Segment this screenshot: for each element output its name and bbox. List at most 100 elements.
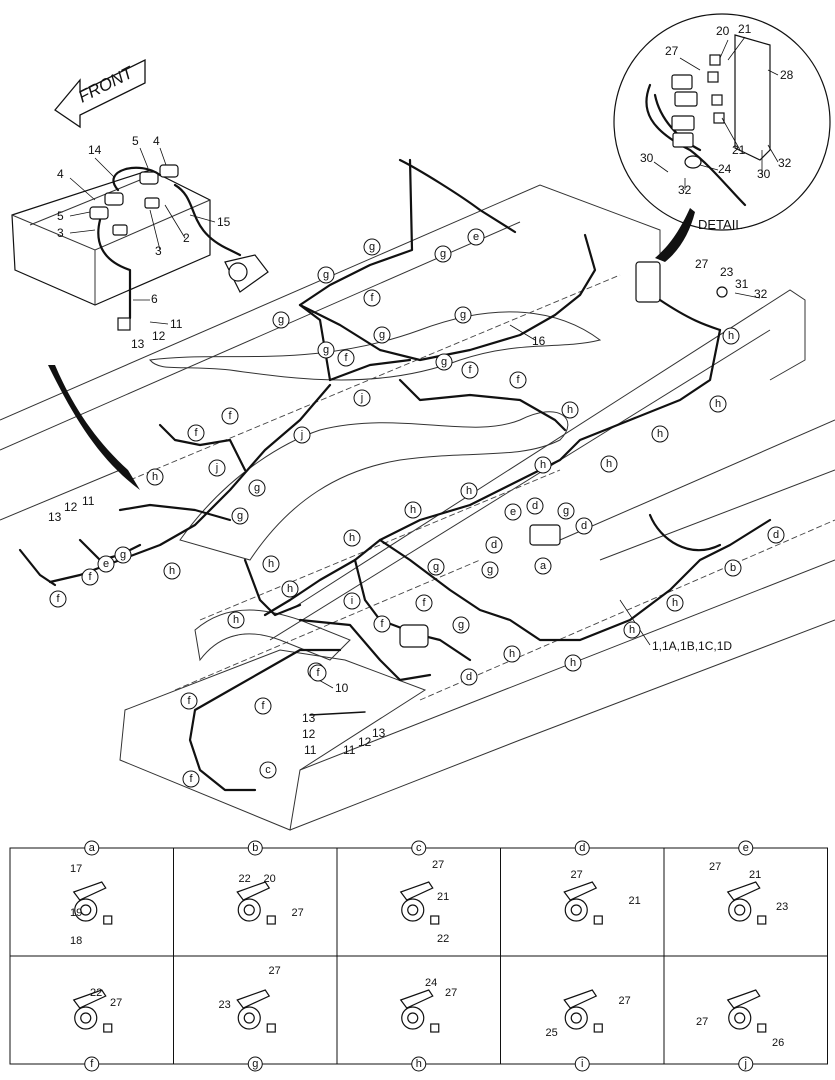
right-callout-27: 27	[695, 257, 709, 271]
callout-e: e	[97, 555, 115, 573]
callout-letter: e	[103, 558, 109, 570]
legend-part-label: 27	[709, 861, 721, 873]
callout-letter: i	[351, 595, 353, 607]
callout-h: h	[709, 395, 727, 413]
detail-callout-32: 32	[778, 156, 792, 170]
callout-letter: b	[730, 562, 736, 574]
detail-callout-21: 21	[738, 22, 752, 36]
callout-letter: g	[379, 329, 385, 341]
callout-letter: d	[581, 520, 587, 532]
detail-arrow	[655, 208, 695, 262]
bolt-icon	[430, 1023, 440, 1033]
callout-h: h	[561, 401, 579, 419]
bolt-icon	[103, 1023, 113, 1033]
detail-callout-24: 24	[718, 162, 732, 176]
callout-f: f	[182, 770, 200, 788]
callout-letter: g	[237, 510, 243, 522]
callout-h: h	[281, 580, 299, 598]
callout-letter: d	[773, 529, 779, 541]
callout-letter: g	[120, 549, 126, 561]
clamp-bracket-icon	[399, 989, 434, 1009]
callout-letter: e	[510, 506, 516, 518]
callout-h: h	[503, 645, 521, 663]
callout-letter: f	[468, 364, 472, 376]
harness-1-label: 1,1A,1B,1C,1D	[652, 639, 732, 653]
legend-part-label: 23	[776, 901, 788, 913]
clamp-bracket-icon	[726, 881, 761, 901]
callout-g: g	[452, 616, 470, 634]
callout-14: 14	[88, 143, 102, 157]
bolt-icon	[430, 915, 440, 925]
right-callout-23: 23	[720, 265, 734, 279]
callout-letter: g	[254, 482, 260, 494]
callout-letter: h	[466, 485, 472, 497]
callout-d: d	[485, 536, 503, 554]
legend-part-label: 23	[219, 999, 231, 1011]
callout-letter: h	[570, 657, 576, 669]
callout-letter: g	[323, 269, 329, 281]
callout-4b: 4	[153, 134, 160, 148]
callout-4: 4	[57, 167, 64, 181]
callout-6: 6	[151, 292, 158, 306]
legend-letter: h	[416, 1058, 422, 1070]
callout-h: h	[600, 455, 618, 473]
callout-5b: 5	[57, 209, 64, 223]
legend-letter: b	[252, 842, 258, 854]
callout-letter: f	[344, 352, 348, 364]
callout-f: f	[415, 594, 433, 612]
callout-letter: f	[516, 374, 520, 386]
callout-h: h	[163, 562, 181, 580]
detail-callout-21b: 21	[732, 143, 746, 157]
clamp-bracket-icon	[563, 989, 598, 1009]
callout-g: g	[454, 306, 472, 324]
callout-h: h	[262, 555, 280, 573]
callout-letter: f	[370, 292, 374, 304]
harness-10-label: 10	[335, 681, 349, 695]
callout-g: g	[427, 558, 445, 576]
callout-c: c	[259, 761, 277, 779]
callout-f: f	[81, 568, 99, 586]
callout-i: i	[343, 592, 361, 610]
callout-g: g	[363, 238, 381, 256]
left-callout-12: 12	[64, 500, 78, 514]
callout-letter: h	[509, 648, 515, 660]
callout-letter: h	[672, 597, 678, 609]
callout-j: j	[293, 426, 311, 444]
callout-f: f	[49, 590, 67, 608]
harness-16-label: 16	[532, 334, 546, 348]
legend-letter: g	[252, 1058, 258, 1070]
detail-callout-20: 20	[716, 24, 730, 38]
detail-view: DETAIL 20 21 27 28 21 30 24 32 30 32	[613, 13, 831, 232]
callout-letter: g	[460, 309, 466, 321]
callout-letter: g	[563, 505, 569, 517]
callout-g: g	[481, 561, 499, 579]
callout-f: f	[221, 407, 239, 425]
bolt-icon	[593, 1023, 603, 1033]
callout-letter: g	[458, 619, 464, 631]
callout-d: d	[767, 526, 785, 544]
clamp-bracket-icon	[563, 881, 598, 901]
detail-callout-30: 30	[640, 151, 654, 165]
callout-f: f	[363, 289, 381, 307]
legend-part-label: 19	[70, 907, 82, 919]
callout-12: 12	[152, 329, 166, 343]
legend-letter: i	[581, 1058, 583, 1070]
callout-letter: c	[265, 764, 271, 776]
callout-letter: g	[323, 344, 329, 356]
callout-letter: j	[360, 392, 363, 404]
callout-letter: h	[606, 458, 612, 470]
legend-part-label: 27	[619, 995, 631, 1007]
clamp-bracket-icon	[236, 989, 271, 1009]
callout-h: h	[146, 468, 164, 486]
legend-part-label: 27	[110, 997, 122, 1009]
detail-callout-28: 28	[780, 68, 794, 82]
callout-h: h	[564, 654, 582, 672]
clamp-bracket-icon	[72, 881, 107, 901]
callout-letter: f	[380, 618, 384, 630]
